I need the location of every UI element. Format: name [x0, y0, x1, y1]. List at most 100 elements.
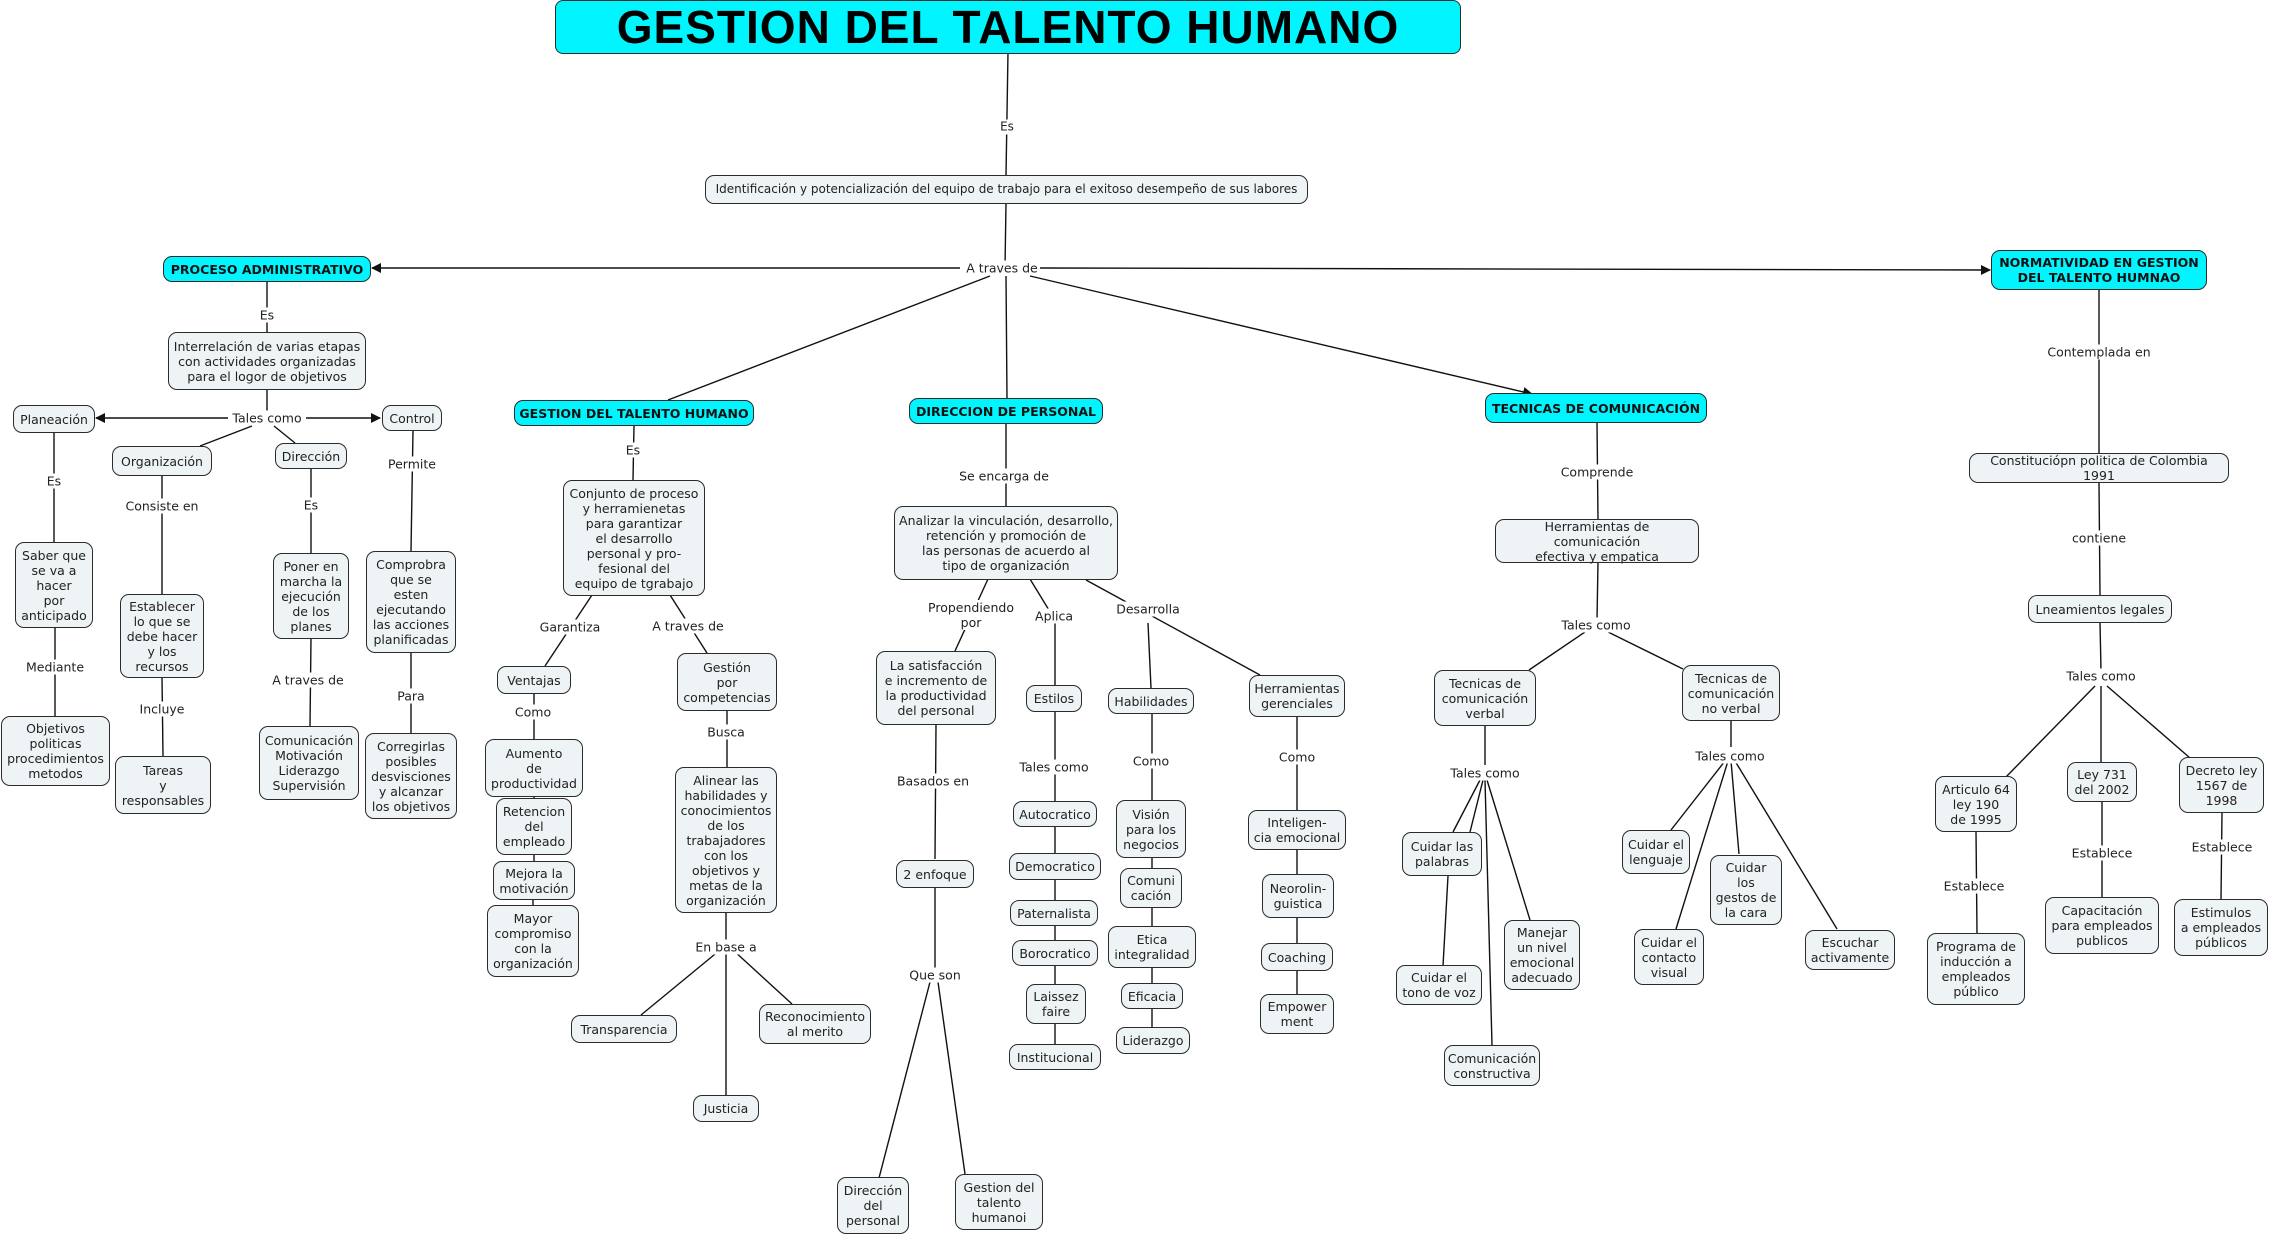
concept-eficacia[interactable]: Eficacia: [1121, 983, 1183, 1009]
concept-cuidar-palabras[interactable]: Cuidar las palabras: [1402, 832, 1482, 876]
concept-aumento[interactable]: Aumento de productividad: [485, 739, 583, 797]
concept-comunicacion-constructiva[interactable]: Comunicación constructiva: [1444, 1045, 1540, 1086]
concept-vision[interactable]: Visión para los negocios: [1116, 800, 1186, 858]
concept-direccion-personal[interactable]: DIRECCION DE PERSONAL: [909, 398, 1103, 424]
concept-ventajas[interactable]: Ventajas: [497, 666, 571, 694]
concept-justicia[interactable]: Justicia: [693, 1095, 759, 1122]
concept-normatividad[interactable]: NORMATIVIDAD EN GESTION DEL TALENTO HUMN…: [1991, 250, 2207, 290]
main-title[interactable]: GESTION DEL TALENTO HUMANO: [555, 0, 1461, 54]
concept-planeacion[interactable]: Planeación: [13, 405, 95, 433]
link-label-establece: Establece: [2190, 839, 2254, 855]
concept-estilos[interactable]: Estilos: [1026, 685, 1082, 712]
concept-ley-731[interactable]: Ley 731 del 2002: [2067, 762, 2137, 802]
concept-root-definition[interactable]: Identificación y potencialización del eq…: [705, 175, 1308, 204]
concept-coaching[interactable]: Coaching: [1261, 943, 1333, 971]
concept-tecnicas-comunicacion[interactable]: TECNICAS DE COMUNICACIÓN: [1485, 393, 1707, 423]
concept-empowerment[interactable]: Empower ment: [1260, 994, 1334, 1034]
link-label-establece: Establece: [1942, 878, 2006, 894]
link-label-basados-en: Basados en: [895, 773, 971, 789]
concept-gestion-talento-humanoi[interactable]: Gestion del talento humanoi: [955, 1174, 1043, 1230]
concept-poner[interactable]: Poner en marcha la ejecución de los plan…: [273, 553, 349, 639]
concept-direccion[interactable]: Dirección: [275, 443, 347, 469]
concept-constitucion[interactable]: Constituciópn politica de Colombia 1991: [1969, 453, 2229, 483]
link-label-a-traves-de: A traves de: [965, 260, 1039, 276]
concept-capacitacion[interactable]: Capacitación para empleados publicos: [2045, 897, 2159, 954]
concept-autocratico[interactable]: Autocratico: [1013, 801, 1097, 827]
concept-estimulos[interactable]: Estimulos a empleados públicos: [2174, 899, 2268, 956]
concept-corregirlas[interactable]: Corregirlas posibles desvisciones y alca…: [365, 733, 457, 819]
concept-reconocimiento[interactable]: Reconocimiento al merito: [759, 1004, 871, 1044]
concept-mejora[interactable]: Mejora la motivación: [493, 861, 575, 900]
concept-cuidar-lenguaje[interactable]: Cuidar el lenguaje: [1622, 830, 1690, 874]
concept-borocratico[interactable]: Borocratico: [1012, 940, 1098, 966]
concept-inteligencia[interactable]: Inteligen- cia emocional: [1248, 810, 1346, 850]
link-label-como: Como: [1131, 753, 1171, 769]
concept-establecer[interactable]: Establecer lo que se debe hacer y los re…: [120, 594, 204, 678]
link-label-desarrolla: Desarrolla: [1115, 601, 1181, 617]
concept-cuidar-tono[interactable]: Cuidar el tono de voz: [1396, 965, 1482, 1005]
concept-analizar[interactable]: Analizar la vinculación, desarrollo, ret…: [894, 506, 1118, 580]
link-label-establece: Establece: [2070, 845, 2134, 861]
link-label-es: Es: [258, 307, 276, 323]
concept-alinear[interactable]: Alinear las habilidades y conocimientos …: [675, 767, 777, 913]
concept-comunicacion[interactable]: Comuni cación: [1120, 868, 1182, 908]
link-label-mediante: Mediante: [24, 659, 86, 675]
concept-saber[interactable]: Saber que se va a hacer por anticipado: [15, 542, 93, 628]
concept-laissez-faire[interactable]: Laissez faire: [1026, 984, 1086, 1024]
link-label-tales-como: Tales como: [1018, 759, 1090, 775]
link-label-busca: Busca: [706, 724, 746, 740]
concept-tecnicas-verbal[interactable]: Tecnicas de comunicación verbal: [1434, 670, 1536, 726]
concept-neorolinguistica[interactable]: Neorolin- guistica: [1262, 874, 1334, 918]
concept-paternalista[interactable]: Paternalista: [1010, 900, 1098, 926]
concept-lineamientos[interactable]: Lneamientos legales: [2028, 595, 2172, 623]
concept-programa-induccion[interactable]: Programa de inducción a empleados públic…: [1927, 933, 2025, 1005]
concept-escuchar[interactable]: Escuchar activamente: [1805, 930, 1895, 970]
concept-direccion-del-personal[interactable]: Dirección del personal: [837, 1177, 909, 1234]
link-label-tales-como: Tales como: [2065, 668, 2137, 684]
concept-mayor[interactable]: Mayor compromiso con la organización: [487, 905, 579, 977]
concept-tareas[interactable]: Tareas y responsables: [115, 756, 211, 814]
concept-gestion-competencias[interactable]: Gestión por competencias: [677, 653, 777, 711]
concept-objetivos[interactable]: Objetivos politicas procedimientos metod…: [1, 716, 110, 786]
concept-habilidades[interactable]: Habilidades: [1108, 688, 1194, 714]
link-label-es: Es: [999, 119, 1015, 135]
concept-etica[interactable]: Etica integralidad: [1108, 926, 1196, 968]
concept-proceso-administrativo[interactable]: PROCESO ADMINISTRATIVO: [163, 256, 371, 282]
concept-decreto-1567[interactable]: Decreto ley 1567 de 1998: [2179, 757, 2264, 813]
link-label-como: Como: [1277, 749, 1317, 765]
link-label-contemplada-en: Contemplada en: [2046, 344, 2152, 360]
concept-herramientas-gerenciales[interactable]: Herramientas gerenciales: [1249, 675, 1345, 717]
concept-manejar[interactable]: Manejar un nivel emocional adecuado: [1504, 920, 1580, 990]
link-label-en-base-a: En base a: [694, 939, 758, 955]
link-label-permite: Permite: [387, 456, 437, 472]
concept-comunicacion-motivacion[interactable]: Comunicación Motivación Liderazgo Superv…: [259, 726, 359, 800]
concept-comprobra[interactable]: Comprobra que se esten ejecutando las ac…: [366, 551, 456, 653]
concept-articulo-64[interactable]: Articulo 64 ley 190 de 1995: [1935, 776, 2017, 832]
link-label-tales-como: Tales como: [231, 410, 303, 426]
link-label-tales-como: Tales como: [1560, 617, 1632, 633]
concept-gestion-talento-humano[interactable]: GESTION DEL TALENTO HUMANO: [514, 400, 754, 426]
link-label-incluye: Incluye: [138, 701, 186, 717]
concept-2-enfoque[interactable]: 2 enfoque: [896, 860, 974, 888]
link-label-propendiendo-por: Propendiendo por: [927, 600, 1015, 630]
concept-interrelacion[interactable]: Interrelación de varias etapas con activ…: [168, 332, 366, 390]
concept-control[interactable]: Control: [382, 405, 442, 431]
link-label-garantiza: Garantiza: [538, 619, 602, 635]
concept-democratico[interactable]: Democratico: [1009, 853, 1101, 880]
concept-satisfaccion[interactable]: La satisfacción e incremento de la produ…: [876, 651, 996, 725]
concept-tecnicas-no-verbal[interactable]: Tecnicas de comunicación no verbal: [1682, 665, 1780, 721]
link-label-para: Para: [396, 688, 426, 704]
concept-liderazgo[interactable]: Liderazgo: [1116, 1027, 1190, 1054]
link-label-tales-como: Tales como: [1449, 765, 1521, 781]
concept-organizacion[interactable]: Organización: [112, 446, 212, 476]
concept-cuidar-contacto[interactable]: Cuidar el contacto visual: [1634, 929, 1704, 985]
link-label-que-son: Que son: [908, 967, 962, 983]
concept-retencion[interactable]: Retencion del empleado: [496, 798, 572, 855]
concept-herramientas-comunicacion[interactable]: Herramientas de comunicación efectiva y …: [1495, 519, 1699, 564]
concept-transparencia[interactable]: Transparencia: [571, 1015, 677, 1043]
concept-cuidar-gestos[interactable]: Cuidar los gestos de la cara: [1710, 855, 1782, 925]
concept-conjunto[interactable]: Conjunto de proceso y herramienetas para…: [563, 480, 705, 596]
link-label-a-traves-de: A traves de: [271, 672, 345, 688]
concept-institucional[interactable]: Institucional: [1009, 1044, 1101, 1070]
